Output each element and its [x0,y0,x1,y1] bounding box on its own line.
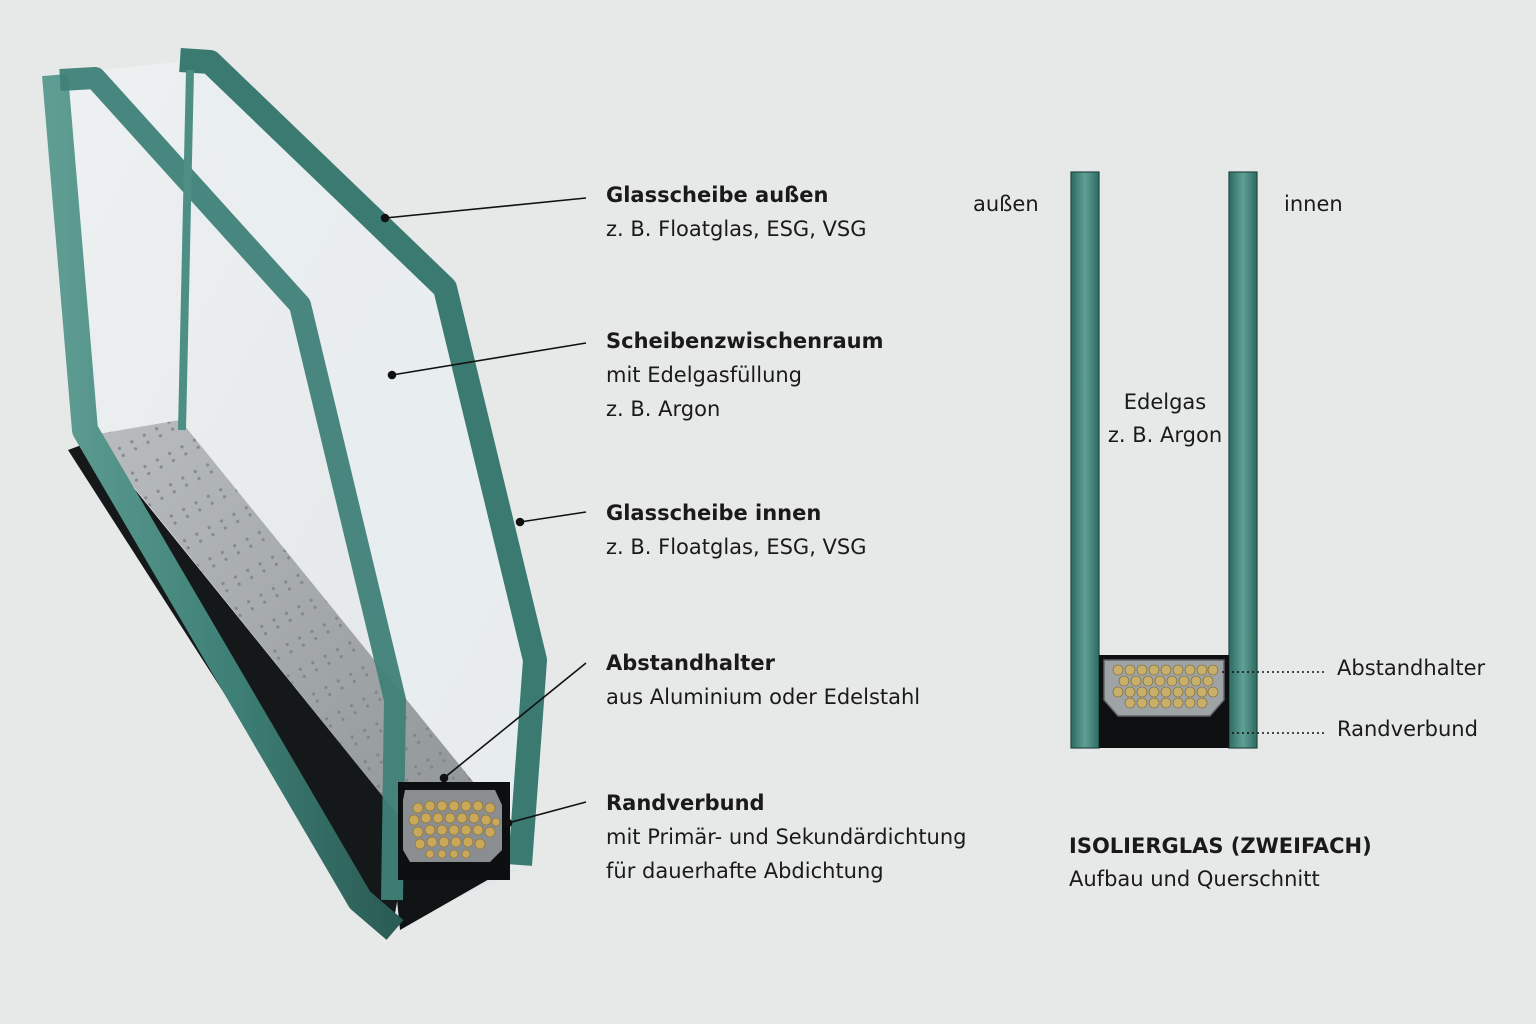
leader-gap [391,342,587,376]
label-gap-line-1: mit Edelgasfüllung [606,363,803,387]
cs-label-spacer: Abstandhalter [1337,656,1486,680]
outer-pane-top-edge [59,67,406,901]
cross-section [1070,171,1326,749]
leader-spacer [443,662,587,779]
cs-label-gas-line-1: Edelgas [1123,390,1207,414]
cs-label-outside: außen [973,192,1039,216]
label-edge-seal-line-2: für dauerhafte Abdichtung [606,859,884,883]
label-spacer-title: Abstandhalter [606,651,775,675]
inner-pane-inner-edge [178,69,194,431]
glass-unit-3d [42,48,548,940]
label-outer-pane: Glasscheibe außen z. B. Floatglas, ESG, … [606,178,867,246]
cs-label-gas-line-2: z. B. Argon [1107,423,1223,447]
cs-desiccant [1112,664,1219,709]
cs-outer-pane [1070,171,1100,749]
label-spacer-line-1: aus Aluminium oder Edelstahl [606,685,921,709]
label-edge-seal-line-1: mit Primär- und Sekundärdichtung [606,825,967,849]
label-edge-seal-title: Randverbund [606,791,765,815]
label-outer-pane-title: Glasscheibe außen [606,183,829,207]
desiccant-3d [408,800,501,859]
cs-inner-pane [1228,171,1258,749]
label-gap: Scheibenzwischenraum mit Edelgasfüllung … [606,324,883,426]
outer-pane-edge [42,73,404,940]
label-gap-line-2: z. B. Argon [606,397,721,421]
label-gap-title: Scheibenzwischenraum [606,329,884,353]
label-outer-pane-line-1: z. B. Floatglas, ESG, VSG [606,217,867,241]
caption: ISOLIERGLAS (ZWEIFACH) Aufbau und Quersc… [1069,830,1372,896]
label-spacer: Abstandhalter aus Aluminium oder Edelsta… [606,646,920,714]
leader-lines [380,197,587,828]
leader-edge-seal [507,801,587,824]
caption-subtitle: Aufbau und Querschnitt [1069,867,1320,891]
label-edge-seal: Randverbund mit Primär- und Sekundärdich… [606,786,967,888]
cs-label-edge-seal: Randverbund [1337,717,1478,741]
leader-inner-pane [519,511,587,523]
cs-label-inside: innen [1284,192,1343,216]
label-inner-pane-title: Glasscheibe innen [606,501,822,525]
label-inner-pane-line-1: z. B. Floatglas, ESG, VSG [606,535,867,559]
leader-outer-pane [384,197,587,219]
inner-pane-edge [179,48,547,866]
cs-label-gas: Edelgas z. B. Argon [1090,386,1240,452]
label-inner-pane: Glasscheibe innen z. B. Floatglas, ESG, … [606,496,867,564]
caption-title: ISOLIERGLAS (ZWEIFACH) [1069,834,1372,858]
